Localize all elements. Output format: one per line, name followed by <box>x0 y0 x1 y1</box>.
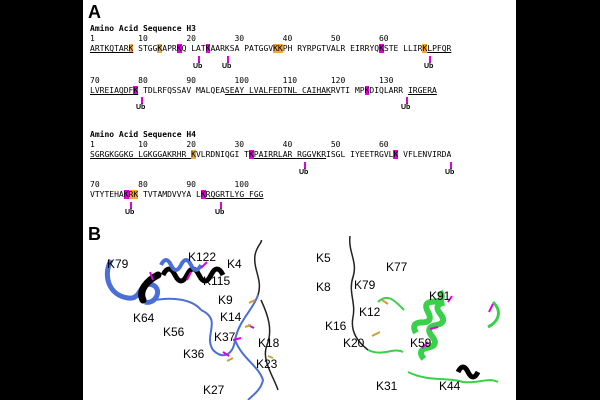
sequence-segment: ARTKQTAR <box>90 44 129 53</box>
acetylated-lysine: K <box>128 44 134 53</box>
sequence-segment: IRGERA <box>407 86 437 95</box>
h3-row2-sequence: LVREIAQDFK TDLRFQSSAV MALQEASEAY LVALFED… <box>90 86 437 96</box>
sequence-segment: AARKSA PATGGV <box>210 44 274 53</box>
lysine-label-k18: K18 <box>258 336 280 350</box>
figure-panel: A Amino Acid Sequence H3 1 10 20 30 40 5… <box>83 0 516 400</box>
lysine-label-k36: K36 <box>183 347 205 361</box>
sequence-segment: RVTI MP <box>330 86 365 95</box>
lysine-label-k20: K20 <box>343 336 365 350</box>
sequence-segment: DIQLARR <box>369 86 408 95</box>
h3-row1-sequence: ARTKQTARK STGGKAPRKQ LATKAARKSA PATGGVKK… <box>90 44 451 54</box>
h4-row2-sequence: VTYTEHAKRK TVTAMDVVYA LKRQGRTLYG FGG <box>90 190 263 200</box>
ubiquitinated-lysine: K <box>200 190 206 199</box>
lysine-label-k64: K64 <box>133 311 155 325</box>
h4-row1-sequence: SGRGKGGKG LGKGGAKRHR KVLRDNIQGI TKPAIRRL… <box>90 150 451 160</box>
ubiquitinated-lysine: K <box>176 44 182 53</box>
lysine-label-k59: K59 <box>410 336 432 350</box>
lysine-label-k91: K91 <box>429 289 451 303</box>
sequence-segment: STGG <box>133 44 158 53</box>
ubiquitinated-lysine: K <box>393 150 399 159</box>
sequence-segment: SEAY LVALFEDTNL CAIHAK <box>224 86 331 95</box>
lysine-label-k37: K37 <box>214 330 236 344</box>
lysine-label-k9: K9 <box>218 293 233 307</box>
h4-structure-ribbon <box>349 235 500 384</box>
sequence-segment: PH RYRPGTVALR EIRRYQ <box>282 44 380 53</box>
sequence-segment: RQGRTLYG FGG <box>205 190 264 199</box>
sequence-segment: VFLENVIRDA <box>398 150 452 159</box>
lysine-label-k23: K23 <box>256 357 278 371</box>
acetylated-lysine: K <box>133 190 139 199</box>
sequence-segment: STE LLIR <box>383 44 423 53</box>
h3-structure-ribbon <box>104 240 279 400</box>
lysine-label-k31: K31 <box>376 379 398 393</box>
sequence-segment: SGRGKGGKG LGKGGAKRHR <box>90 150 192 159</box>
lysine-label-k77: K77 <box>386 260 408 274</box>
lysine-label-k122: K122 <box>188 250 217 264</box>
h4-row1-numbers: 1 10 20 30 40 50 60 <box>90 140 389 149</box>
acetylated-lysine: K <box>191 150 196 159</box>
acetylated-lysine: K <box>157 44 163 53</box>
h4-row2-numbers: 70 80 90 100 <box>90 180 249 189</box>
acetylated-lysine: R <box>128 190 134 199</box>
sequence-segment: LVREIAQDF <box>90 86 134 95</box>
lysine-label-k56: K56 <box>163 325 185 339</box>
panel-b-label: B <box>88 224 101 244</box>
lysine-label-k115: K115 <box>203 274 231 288</box>
lysine-label-k12: K12 <box>359 305 381 319</box>
panel-a-label: A <box>88 2 101 22</box>
sequence-segment: LPFQR <box>427 44 452 53</box>
sequence-segment: Q LAT <box>181 44 206 53</box>
acetylated-lysine: K <box>422 44 428 53</box>
acetylated-lysine: KK <box>273 44 283 53</box>
h3-row1-numbers: 1 10 20 30 40 50 60 <box>90 34 389 43</box>
sequence-segment: VTYTEHA <box>90 190 124 199</box>
h3-row2-numbers: 70 80 90 100 110 120 130 <box>90 76 394 85</box>
ubiquitinated-lysine: K <box>205 44 211 53</box>
sequence-segment: ISGL IYEETRGVL <box>326 150 394 159</box>
lysine-label-k79-left: K79 <box>107 257 129 271</box>
lysine-label-k79-right: K79 <box>354 278 376 292</box>
sequence-segment: VLRDNIQGI T <box>195 150 249 159</box>
sequence-segment: TVTAMDVVYA L <box>138 190 201 199</box>
lysine-label-k14: K14 <box>220 310 242 324</box>
h3-sequence-title: Amino Acid Sequence H3 <box>90 24 196 33</box>
lysine-label-k27: K27 <box>203 383 225 397</box>
lysine-label-k5: K5 <box>316 251 331 265</box>
ubiquitinated-lysine: K <box>248 150 254 159</box>
sequence-segment: PAIRRLAR RGGVKR <box>253 150 327 159</box>
sequence-segment: TDLRFQSSAV MALQEA <box>138 86 225 95</box>
ubiquitinated-lysine: K <box>364 86 370 95</box>
lysine-label-k16: K16 <box>325 319 347 333</box>
sequence-segment: APR <box>162 44 177 53</box>
lysine-label-k44: K44 <box>439 379 461 393</box>
ubiquitinated-lysine: K <box>123 190 129 199</box>
h4-sequence-title: Amino Acid Sequence H4 <box>90 130 196 139</box>
lysine-label-k8: K8 <box>316 280 331 294</box>
ubiquitinated-lysine: K <box>133 86 139 95</box>
ubiquitinated-lysine: K <box>379 44 384 53</box>
lysine-label-k4: K4 <box>227 257 242 271</box>
